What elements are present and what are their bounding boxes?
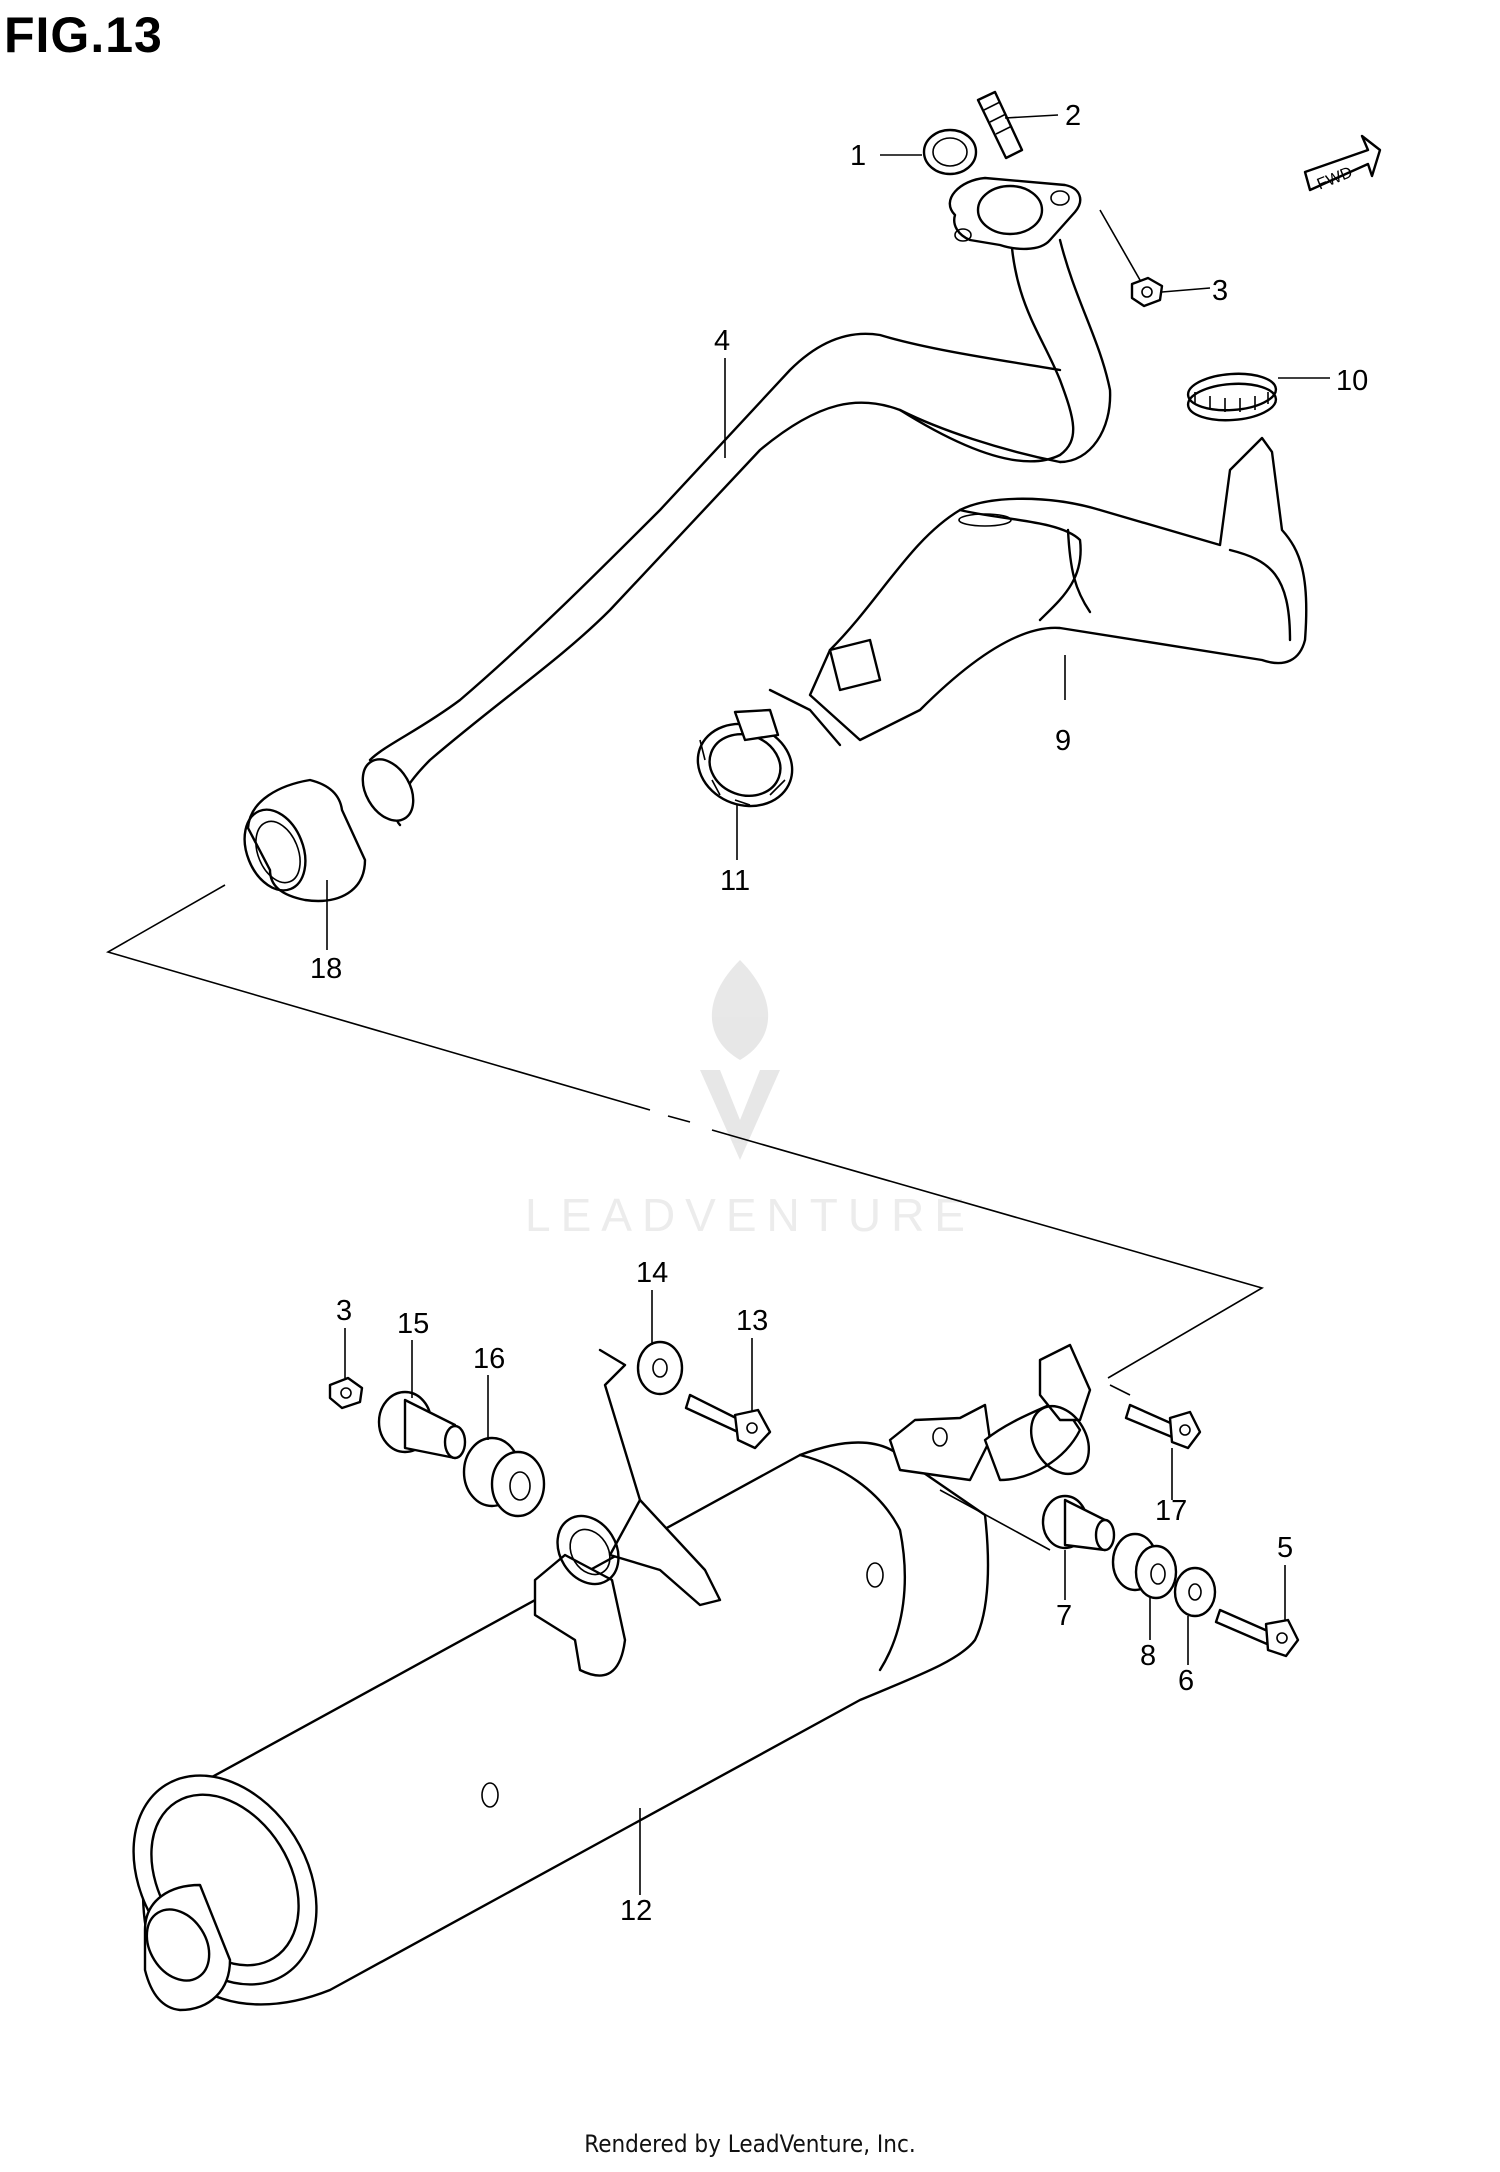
part-11-clamp xyxy=(696,708,794,808)
callout-7: 7 xyxy=(1056,1600,1072,1632)
callout-4: 4 xyxy=(714,325,730,357)
callout-10: 10 xyxy=(1336,365,1368,397)
part-7-collar xyxy=(1041,1494,1116,1552)
callout-11: 11 xyxy=(720,865,750,897)
part-18-sleeve xyxy=(243,778,367,903)
leader-lines-top xyxy=(105,114,1330,1379)
callout-18: 18 xyxy=(310,953,342,985)
part-3-nut-bottom xyxy=(328,1376,364,1410)
part-14-washer xyxy=(636,1340,684,1396)
callout-13: 13 xyxy=(736,1305,768,1337)
callout-6: 6 xyxy=(1178,1665,1194,1697)
callout-8: 8 xyxy=(1140,1640,1156,1672)
fwd-arrow-icon: FWD xyxy=(1303,134,1382,193)
part-3-nut-top xyxy=(1130,276,1164,308)
part-4-exhaust-pipe xyxy=(361,176,1112,827)
part-12-muffler xyxy=(132,1343,1092,2012)
part-16-grommet xyxy=(462,1436,546,1518)
part-17-bolt xyxy=(1124,1403,1202,1450)
callout-1: 1 xyxy=(850,140,866,172)
callout-17: 17 xyxy=(1155,1495,1187,1527)
callout-15: 15 xyxy=(397,1308,429,1340)
callout-14: 14 xyxy=(636,1257,668,1289)
part-6-washer xyxy=(1173,1566,1217,1618)
callout-16: 16 xyxy=(473,1343,505,1375)
part-13-bolt xyxy=(684,1393,772,1450)
watermark: LEADVENTURE xyxy=(525,1189,975,1241)
callout-5: 5 xyxy=(1277,1532,1293,1564)
leader-lines-bottom xyxy=(344,1290,1286,1895)
figure-title: FIG.13 xyxy=(4,7,163,63)
callout-labels: 1 2 3 4 10 9 11 18 3 15 16 14 13 17 5 7 … xyxy=(310,100,1368,1927)
part-2-stud xyxy=(976,90,1024,160)
part-5-bolt xyxy=(1214,1608,1300,1658)
callout-3-top: 3 xyxy=(1212,275,1228,307)
part-10-clamp xyxy=(1186,372,1278,422)
part-8-grommet xyxy=(1111,1532,1178,1600)
footer-credit: Rendered by LeadVenture, Inc. xyxy=(584,2130,916,2158)
watermark-logo xyxy=(700,960,780,1160)
callout-2: 2 xyxy=(1065,100,1081,132)
callout-12: 12 xyxy=(620,1895,652,1927)
part-9-mid-pipe xyxy=(768,436,1308,747)
callout-9: 9 xyxy=(1055,725,1071,757)
part-15-collar xyxy=(377,1390,467,1460)
part-1-gasket xyxy=(922,128,978,176)
callout-3-bottom: 3 xyxy=(336,1295,352,1327)
